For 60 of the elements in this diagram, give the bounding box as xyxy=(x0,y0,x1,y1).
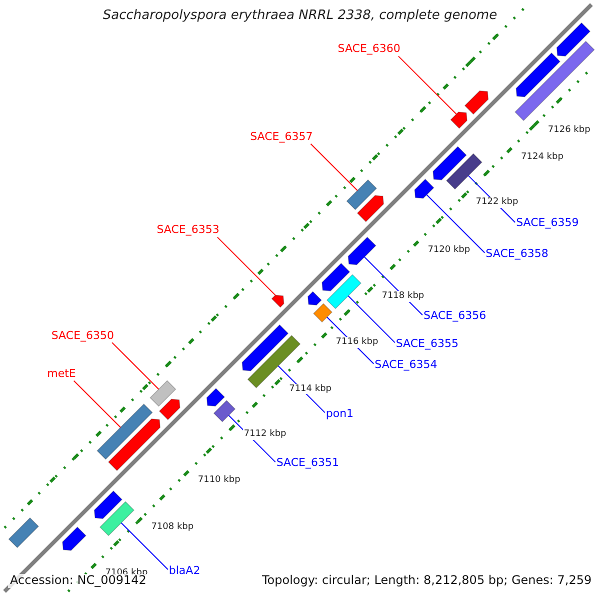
gene-feature xyxy=(242,324,289,372)
tick-label: 7124 kbp xyxy=(520,152,564,162)
leader-line xyxy=(120,522,168,570)
gene-feature xyxy=(96,404,153,460)
gene-feature xyxy=(514,40,595,122)
gene-label: blaA2 xyxy=(168,564,200,578)
gene-feature xyxy=(556,22,591,57)
gene-feature xyxy=(158,398,180,420)
gene-label: SACE_6350 xyxy=(51,330,114,342)
gene-feature xyxy=(450,112,468,129)
gene-label: SACE_6356 xyxy=(423,310,486,323)
tick-label: 7114 kbp xyxy=(288,384,332,394)
gene-feature xyxy=(464,90,489,115)
tick-label: 7120 kbp xyxy=(426,245,472,256)
leader-line xyxy=(310,143,358,192)
tick-label: 7108 kbp xyxy=(150,522,195,532)
gene-feature xyxy=(312,303,332,323)
gene-feature xyxy=(432,146,467,180)
gene-feature xyxy=(206,388,226,407)
genome-stats-text: Topology: circular; Length: 8,212,805 bp; Genes: 7,259 xyxy=(260,574,594,588)
gene-feature xyxy=(108,418,161,472)
leader-line xyxy=(426,194,486,254)
gene-feature xyxy=(150,380,176,407)
gene-label: SACE_6354 xyxy=(374,358,438,372)
gene-label: SACE_6358 xyxy=(486,248,548,260)
tick-label: 7112 kbp xyxy=(242,429,288,440)
leader-line xyxy=(112,342,160,390)
gene-feature xyxy=(346,179,378,210)
tick-label: 7118 kbp xyxy=(380,291,426,302)
gene-label: SACE_6360 xyxy=(338,43,400,56)
gene-feature xyxy=(322,262,350,292)
gene-label: SACE_6353 xyxy=(156,224,220,237)
gene-label: metE xyxy=(47,368,76,380)
gene-feature xyxy=(8,517,40,548)
leader-line xyxy=(348,295,396,344)
gene-feature xyxy=(307,291,322,306)
gene-feature xyxy=(348,236,376,266)
gene-feature xyxy=(446,153,482,190)
gene-feature xyxy=(326,274,362,310)
gene-label: SACE_6351 xyxy=(276,457,340,470)
leader-line xyxy=(398,56,457,115)
gene-label: SACE_6359 xyxy=(516,217,579,230)
gene-feature xyxy=(99,501,135,536)
gene-label: SACE_6355 xyxy=(396,338,459,350)
gene-feature xyxy=(356,195,384,222)
gene-feature xyxy=(94,490,122,520)
tick-label: 7116 kbp xyxy=(334,337,380,348)
gene-feature xyxy=(414,178,434,199)
tick-label: 7110 kbp xyxy=(196,475,242,486)
leader-line xyxy=(73,380,122,428)
gene-label: pon1 xyxy=(326,408,354,420)
gene-label: SACE_6357 xyxy=(250,130,313,144)
gene-feature xyxy=(271,294,284,308)
leader-line xyxy=(216,236,276,296)
gene-feature xyxy=(62,526,86,551)
gene-feature xyxy=(516,52,561,98)
title: Saccharopolyspora erythraea NRRL 2338, complete genome xyxy=(102,9,498,24)
tick-label: 7126 kbp xyxy=(546,125,592,136)
tick-label: 7122 kbp xyxy=(474,197,520,208)
gene-feature xyxy=(213,400,236,422)
